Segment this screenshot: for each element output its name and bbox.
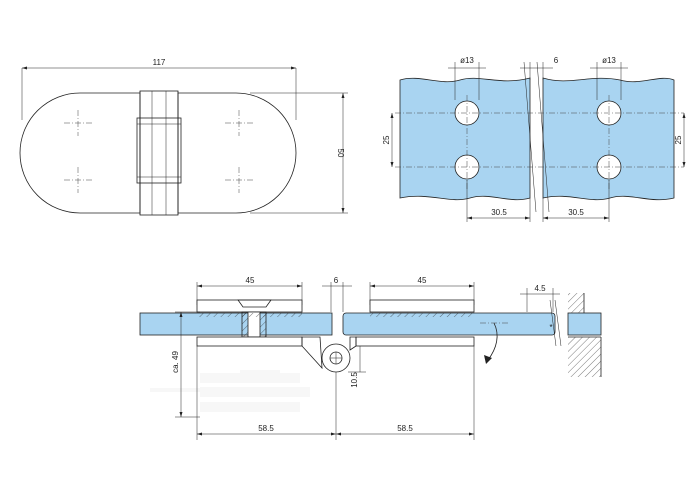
glass-section-stop [567,312,602,336]
clamp-plate-top-right [369,299,475,313]
right-leaf-outline [177,92,297,214]
dim-leaf-left: 58.5 [258,424,274,433]
screw-head [237,299,272,308]
dim-edge-right: 30.5 [568,208,584,217]
glass-panel-left [399,77,531,201]
asterisk-mark: * [549,323,552,332]
dim-pin-offset: 10.5 [350,372,359,388]
clamp-plate-bottom-left [196,336,303,347]
left-leaf-outline [19,92,141,214]
clamp-plate-top-left [196,299,303,313]
dim-gap: 6 [554,56,559,65]
dim-height-ca: ca. 49 [171,351,180,373]
screw-crosshairs [64,110,253,193]
dim-gap-side: 6 [334,276,339,285]
dim-plan-width: 117 [153,58,166,67]
glass-cutout-view: ø13 6 ø13 25 25 30.5 30.5 [382,56,686,222]
wall-stop-top [568,293,584,313]
dim-hole-dia-right: ø13 [602,56,616,65]
dim-plate-left: 45 [246,276,255,285]
section-view: 45 6 45 4.5 [139,276,602,440]
dim-plate-right: 45 [418,276,427,285]
dim-hole-dia-left: ø13 [460,56,474,65]
dim-edge-left: 30.5 [491,208,507,217]
dim-offset: 4.5 [534,284,546,293]
hinge-plan-view: 117 50 [19,58,348,216]
glass-panel-right [542,77,675,201]
ghost-outline [150,370,310,412]
knuckle-body [136,117,182,184]
dim-hole-spacing-right: 25 [674,135,683,144]
dim-leaf-right: 58.5 [397,424,413,433]
clamp-plate-bottom-right [355,336,475,347]
rotation-arrow [487,322,498,361]
dim-plan-height: 50 [336,149,345,158]
wall-stop-bottom [568,337,601,377]
dim-hole-spacing-left: 25 [382,135,391,144]
